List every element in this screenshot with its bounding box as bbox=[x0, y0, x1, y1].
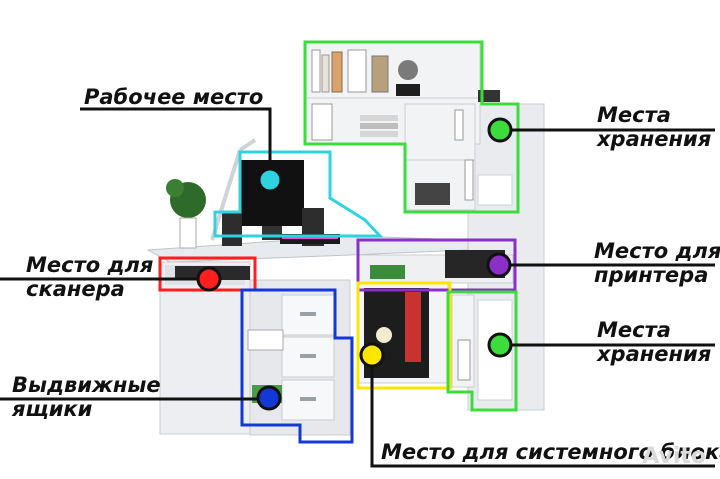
watermark: Avito bbox=[642, 444, 706, 469]
books bbox=[311, 49, 321, 93]
table-lamp bbox=[398, 60, 418, 80]
workplace-zone-outline bbox=[213, 150, 384, 238]
drawers-marker bbox=[256, 385, 282, 411]
system-unit-marker bbox=[359, 342, 385, 368]
label-storage-bottom: Места хранения bbox=[597, 318, 712, 366]
storage-zone-bottom-outline bbox=[446, 290, 518, 412]
storage-bottom-marker bbox=[487, 332, 513, 358]
leader-lines bbox=[0, 107, 715, 468]
label-storage-top: Места хранения bbox=[597, 103, 712, 151]
system-unit-zone-outline bbox=[356, 281, 452, 390]
zone-markers bbox=[196, 117, 513, 411]
label-drawers: Выдвижные ящики bbox=[12, 373, 161, 421]
printer-marker bbox=[486, 252, 512, 278]
scanner-marker bbox=[196, 266, 222, 292]
printer-zone-outline bbox=[356, 238, 517, 292]
label-system-unit: Место для системного блока bbox=[381, 440, 720, 464]
label-printer: Место для принтера bbox=[594, 239, 720, 287]
label-scanner: Место для сканера bbox=[26, 253, 154, 301]
workplace-marker bbox=[257, 167, 283, 193]
storage-zone-top-outline bbox=[303, 40, 520, 214]
drawers-zone-outline bbox=[240, 288, 354, 444]
desk-lamp bbox=[210, 149, 242, 241]
storage-top-marker bbox=[487, 117, 513, 143]
label-workplace: Рабочее место bbox=[84, 85, 264, 109]
storage-box bbox=[415, 183, 450, 205]
